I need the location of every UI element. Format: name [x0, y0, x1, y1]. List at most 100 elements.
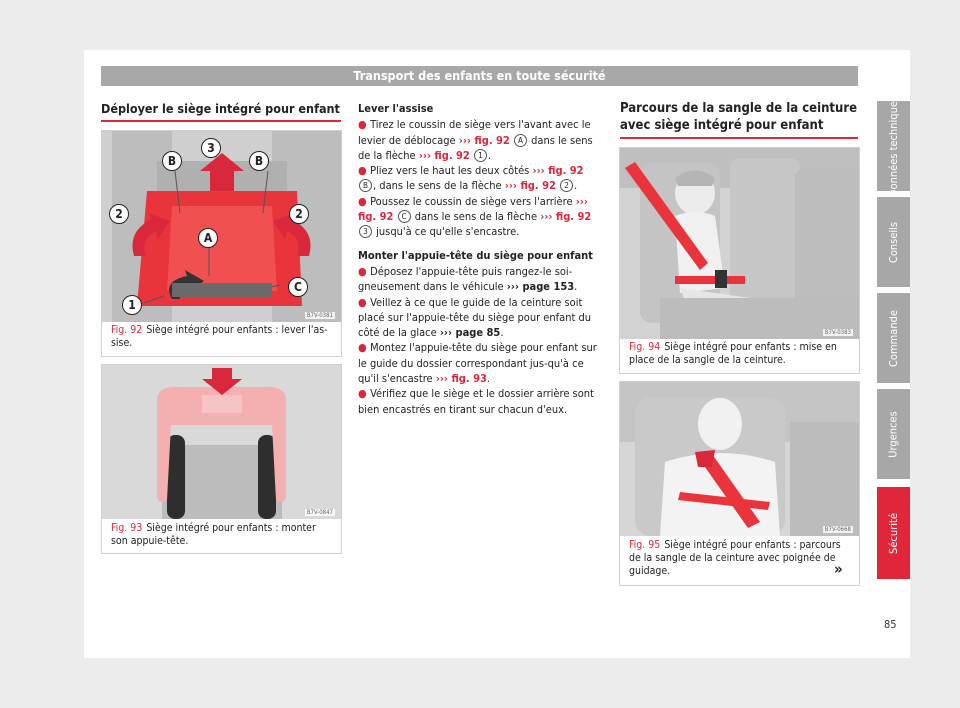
figure-caption-text: Siège intégré pour enfants : monter son … — [111, 522, 316, 547]
step-2: ● Pliez vers le haut les deux côtés ››› … — [358, 163, 598, 194]
bullet: ● — [358, 341, 371, 355]
tab-commande[interactable]: Commande — [877, 293, 910, 383]
fig-link[interactable]: ››› fig. 92 — [458, 133, 510, 147]
figure-93-image: B7V-0847 — [102, 365, 341, 519]
step-text: , dans le sens de la flèche — [373, 179, 505, 193]
figure-code: B7V-0847 — [304, 509, 335, 516]
figure-94-image: B7V-0383 — [620, 148, 859, 339]
figure-number: Fig. 92 — [111, 324, 143, 336]
section-rule — [620, 137, 858, 139]
badge-c: C — [397, 210, 411, 224]
fig-link[interactable]: ››› fig. 92 — [532, 164, 584, 178]
callout-b-right: B — [249, 151, 269, 171]
spacer — [358, 240, 598, 248]
step-text: Vérifiez que le siège et le dossier arri… — [358, 387, 594, 416]
subheading-lift-seat: Lever l'assise — [358, 102, 434, 115]
belt-route-illustration — [620, 382, 859, 536]
figure-number: Fig. 95 — [629, 539, 661, 551]
step-text: Poussez le coussin de siège vers l'arriè… — [370, 194, 576, 208]
section-title-belt-line2: avec siège intégré pour enfant — [620, 118, 824, 133]
section-rule — [101, 120, 341, 122]
child-seat-lift-illustration — [102, 131, 341, 322]
step-text: . — [487, 148, 492, 162]
section-title-deploy: Déployer le siège intégré pour enfant — [101, 101, 340, 116]
step-text: . — [574, 280, 578, 294]
step-1: ● Tirez le coussin de siège vers l'avant… — [358, 117, 598, 163]
badge-3: 3 — [359, 225, 372, 239]
step-text: . — [574, 179, 578, 193]
figure-caption-text: Siège intégré pour enfants : mise en pla… — [629, 341, 837, 366]
callout-2-left: 2 — [109, 204, 129, 224]
bullet: ● — [358, 295, 371, 309]
badge-b: B — [359, 179, 372, 193]
badge-2: 2 — [560, 179, 573, 193]
step-6: ● Montez l'appuie-tête du siège pour enf… — [358, 340, 598, 386]
child-belt-illustration — [620, 148, 859, 339]
badge-a: A — [513, 133, 527, 147]
fig-link[interactable]: ››› fig. 92 — [358, 194, 588, 224]
bullet: ● — [358, 164, 371, 178]
page-number: 85 — [884, 618, 897, 631]
continued-marker: » — [834, 560, 843, 578]
tab-urgences[interactable]: Urgences — [877, 389, 910, 479]
bullet: ● — [358, 194, 371, 208]
tab-label: Données techniques — [887, 95, 900, 197]
step-text: dans le sens de la flèche — [358, 133, 593, 162]
running-header: Transport des enfants en toute sécurité — [101, 66, 858, 86]
fig-link[interactable]: ››› fig. 92 — [418, 148, 470, 162]
step-text: Veillez à ce que le guide de la ceinture… — [358, 295, 592, 340]
bullet: ● — [358, 264, 371, 278]
figure-95-image: B7V-0668 — [620, 382, 859, 536]
step-text: Déposez l'appuie-tête puis rangez-le soi… — [358, 264, 573, 294]
figure-code: B7V-0668 — [822, 526, 853, 533]
step-text: Montez l'appuie-tête du siège pour enfan… — [358, 341, 597, 386]
figure-code: B7V-0381 — [304, 312, 335, 319]
step-text: . — [500, 326, 504, 340]
figure-number: Fig. 93 — [111, 522, 143, 534]
figure-92-image: B B 3 2 2 A C 1 B7V-0381 — [102, 131, 341, 322]
step-text: Tirez le coussin de siège vers l'avant a… — [358, 118, 591, 147]
instructions-column: Lever l'assise ● Tirez le coussin de siè… — [358, 101, 598, 417]
figure-caption-text: Siège intégré pour enfants : lever l'as-… — [111, 324, 328, 349]
callout-b-left: B — [162, 151, 182, 171]
fig-link[interactable]: ››› fig. 92 — [540, 210, 592, 224]
page-link[interactable]: ››› page 85 — [439, 326, 501, 340]
tab-conseils[interactable]: Conseils — [877, 197, 910, 287]
fig-link[interactable]: ››› fig. 93 — [435, 372, 487, 386]
step-5: ● Veillez à ce que le guide de la ceintu… — [358, 295, 598, 341]
figure-code: B7V-0383 — [822, 329, 853, 336]
step-7: ● Vérifiez que le siège et le dossier ar… — [358, 386, 598, 417]
tab-donnees-techniques[interactable]: Données techniques — [877, 95, 910, 197]
fig-link[interactable]: ››› fig. 92 — [504, 179, 556, 193]
callout-1: 1 — [122, 295, 142, 315]
tab-securite[interactable]: Sécurité — [877, 487, 910, 579]
figure-number: Fig. 94 — [629, 341, 661, 353]
section-title-belt-line1: Parcours de la sangle de la ceinture — [620, 101, 858, 116]
callout-2-right: 2 — [289, 204, 309, 224]
page-link[interactable]: ››› page 153 — [506, 280, 575, 294]
bullet: ● — [358, 387, 371, 401]
callout-c: C — [288, 277, 308, 297]
headrest-illustration — [102, 365, 341, 519]
step-text: dans le sens de la flèche — [411, 210, 541, 224]
step-text: Pliez vers le haut les deux côtés — [370, 164, 533, 178]
badge-1: 1 — [473, 148, 487, 162]
callout-a: A — [198, 228, 218, 248]
subheading-headrest: Monter l'appuie-tête du siège pour enfan… — [358, 248, 593, 262]
step-text: jusqu'à ce qu'elle s'encastre. — [373, 225, 520, 239]
callout-3: 3 — [201, 138, 221, 158]
tab-label: Conseils — [887, 221, 900, 263]
figure-caption-text: Siège intégré pour enfants : parcours de… — [629, 539, 841, 577]
bullet: ● — [358, 118, 371, 132]
step-4: ● Déposez l'appuie-tête puis rangez-le s… — [358, 264, 598, 295]
step-3: ● Poussez le coussin de siège vers l'arr… — [358, 194, 598, 240]
tab-label: Urgences — [887, 410, 900, 458]
step-text: . — [486, 372, 490, 386]
tab-label: Sécurité — [887, 512, 900, 554]
